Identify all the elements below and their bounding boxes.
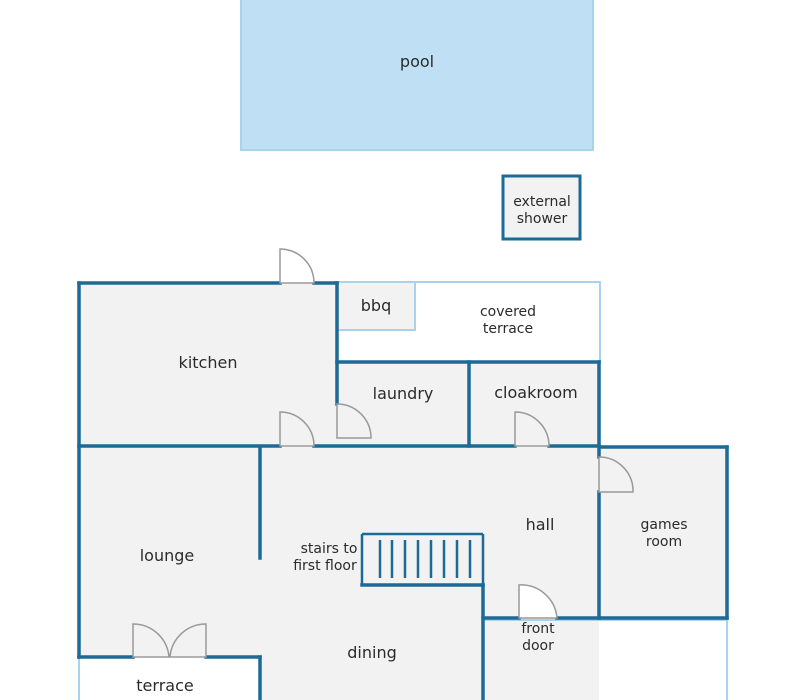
terrace-label: terrace [136, 676, 193, 695]
pool-label: pool [400, 52, 434, 71]
laundry-label: laundry [373, 384, 434, 403]
dining-label: dining [347, 643, 396, 662]
doors [132, 248, 634, 658]
stairs [360, 532, 485, 585]
stairs-label-1: stairs to [301, 541, 358, 557]
laundry-door [336, 403, 372, 439]
walls [77, 281, 729, 700]
front-door-label-1: front [521, 621, 555, 637]
games-room-label-1: games [640, 517, 687, 533]
covered-terrace-label-2: terrace [483, 321, 533, 337]
covered-terrace-label-1: covered [480, 304, 536, 320]
games-room-label-2: room [646, 534, 682, 550]
terrace-door-left [132, 623, 170, 658]
kitchen-label: kitchen [179, 353, 238, 372]
kitchen-exterior-door [279, 248, 315, 284]
bbq-area [334, 281, 416, 331]
games-room-door [598, 456, 634, 493]
external-shower [501, 174, 582, 241]
pool [240, 0, 594, 151]
terrace [79, 657, 260, 700]
lounge-label: lounge [140, 546, 195, 565]
terrace-door-right [169, 623, 207, 658]
cloakroom-label: cloakroom [494, 383, 578, 402]
bbq-label: bbq [361, 296, 391, 315]
front-door-label-2: door [522, 638, 554, 654]
hall-label: hall [526, 515, 555, 534]
stairs-label-2: first floor [293, 558, 357, 574]
external-shower-label-2: shower [517, 211, 568, 227]
front-door [518, 584, 558, 619]
external-shower-label-1: external [513, 194, 571, 210]
cloakroom-door [514, 411, 550, 447]
kitchen-hall-door [279, 411, 315, 447]
